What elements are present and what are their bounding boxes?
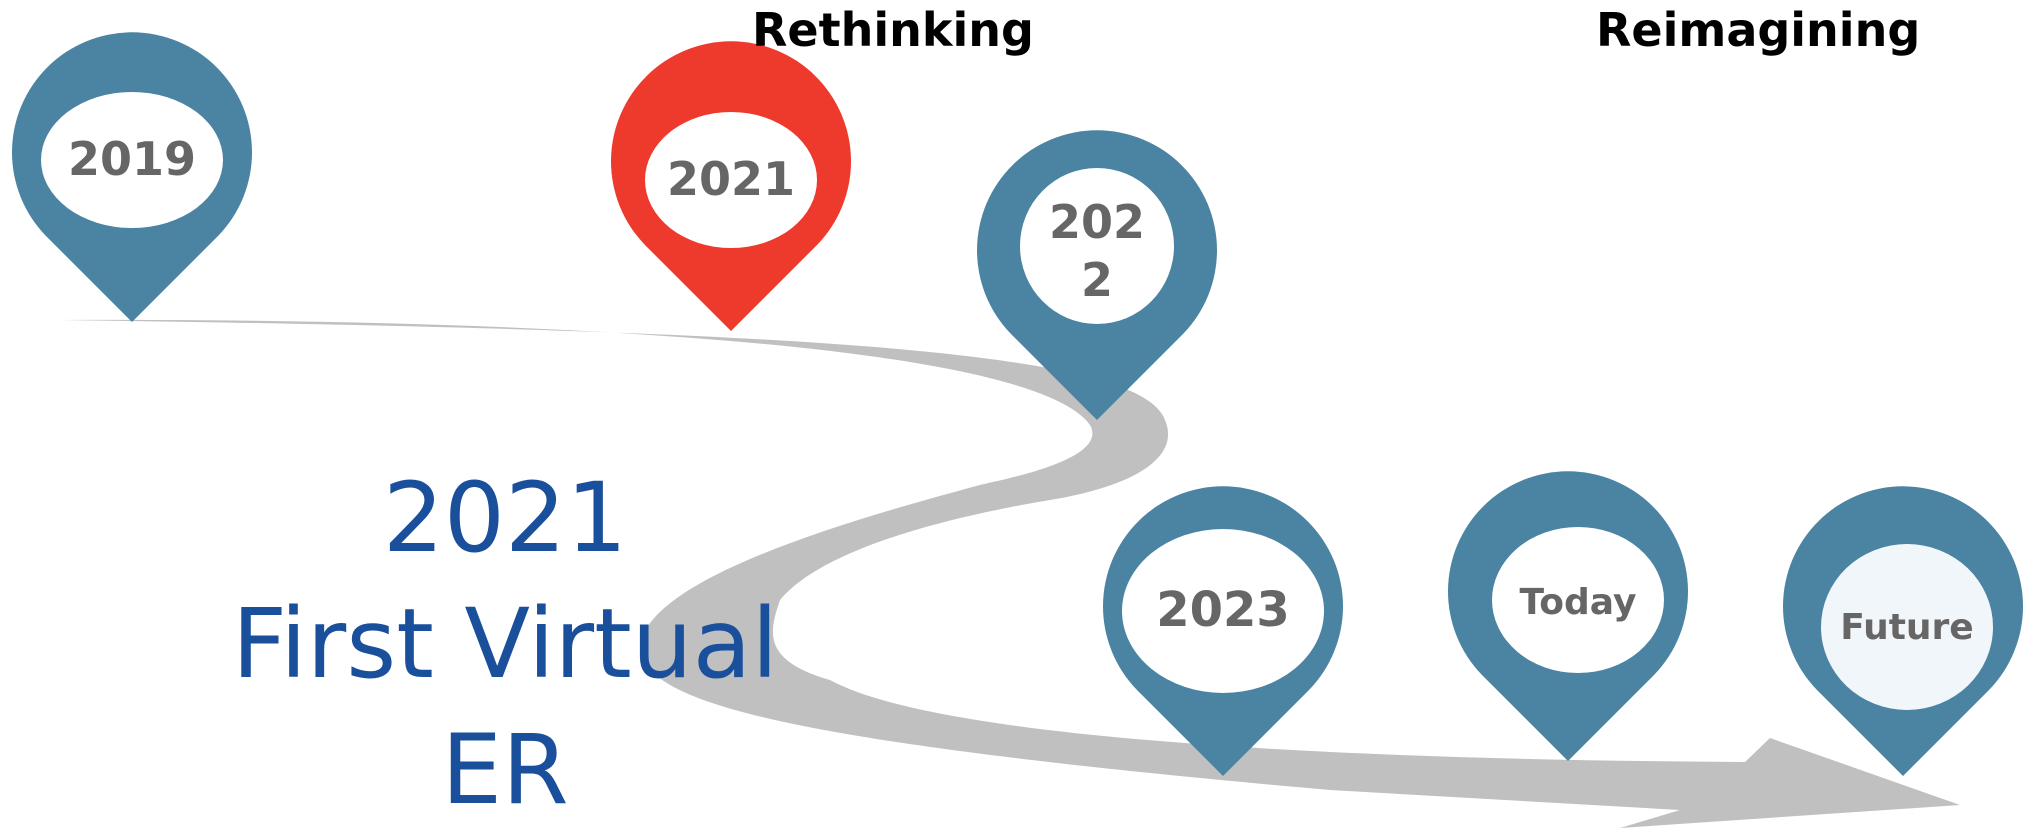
pin-2023-marker <box>1103 486 1344 776</box>
road-path <box>60 319 1960 828</box>
featured-title-line1: First Virtual <box>231 588 779 700</box>
pin-2022-marker <box>976 130 1217 421</box>
pin-today-label: Today <box>1519 582 1637 623</box>
pin-2019-label: 2019 <box>67 132 197 186</box>
pin-2021-label: 2021 <box>666 152 796 206</box>
featured-title-line2: ER <box>441 714 569 826</box>
pin-today-marker <box>1448 471 1689 761</box>
heading-reimagining: Reimagining <box>1596 3 1921 57</box>
pin-2022-label: 202 2 <box>1048 195 1146 307</box>
pin-future-marker <box>1783 486 2023 776</box>
heading-rethinking: Rethinking <box>752 3 1034 57</box>
pin-2021-marker <box>611 41 852 331</box>
pin-2019-marker <box>12 32 253 322</box>
pin-2023-label: 2023 <box>1156 582 1290 638</box>
featured-year: 2021 <box>382 462 628 574</box>
featured-milestone-text: 2021 First Virtual ER <box>195 455 815 833</box>
pin-future-label: Future <box>1840 607 1974 648</box>
